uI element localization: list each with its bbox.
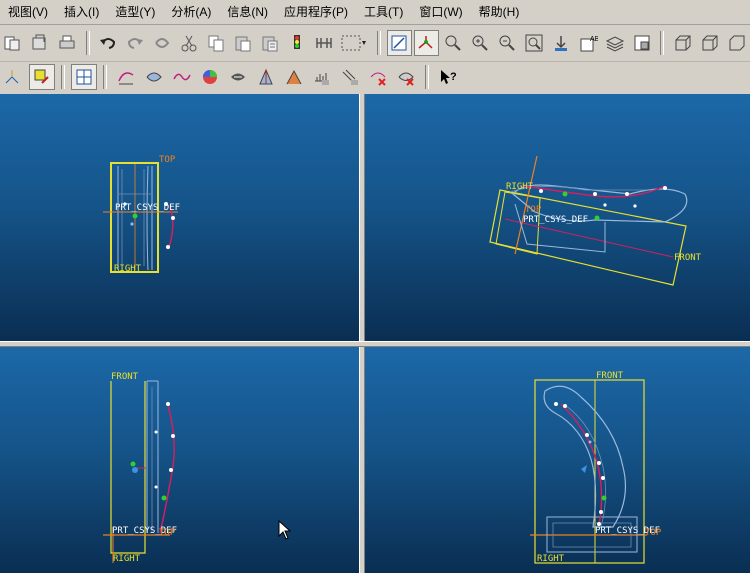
regenerate-icon[interactable] <box>150 30 175 56</box>
curve-analysis-icon[interactable] <box>113 64 139 90</box>
vp2-front-label: FRONT <box>674 253 702 263</box>
datum-display-icon[interactable] <box>1 64 27 90</box>
toolbar-separator <box>376 31 381 55</box>
view-box-icon[interactable] <box>670 30 695 56</box>
datum-plane-front[interactable] <box>110 381 146 554</box>
menu-help[interactable]: 帮助(H) <box>478 5 520 19</box>
menu-info[interactable]: 信息(N) <box>227 5 268 19</box>
mouse-cursor-icon <box>278 520 292 540</box>
view-manager-icon[interactable] <box>548 30 573 56</box>
save-copy-icon[interactable] <box>28 30 53 56</box>
vp3-csys-label: PRT_CSYS_DEF <box>112 526 177 536</box>
whats-this-icon[interactable]: ? <box>435 64 461 90</box>
shaded-surface-icon[interactable] <box>197 64 223 90</box>
vp2-top-label: TOP <box>525 205 542 215</box>
delete-all-icon[interactable] <box>393 64 419 90</box>
toolbar-separator <box>61 65 65 89</box>
main-toolbar: AB <box>0 25 750 62</box>
vp2-csys-label: PRT_CSYS_DEF <box>523 215 588 225</box>
zoom-in-icon[interactable] <box>468 30 493 56</box>
model-tree-icon[interactable] <box>629 30 654 56</box>
csys-display-icon[interactable] <box>29 64 55 90</box>
repaint-icon[interactable] <box>386 30 412 56</box>
vp1-top-label: TOP <box>159 155 176 165</box>
vp3-top-label: TOP <box>159 528 176 538</box>
vp2-right-label: RIGHT <box>506 182 534 192</box>
datum-plane-front[interactable] <box>534 379 645 564</box>
view-box-2-icon[interactable] <box>697 30 722 56</box>
copy-icon[interactable] <box>1 30 26 56</box>
menu-applications[interactable]: 应用程序(P) <box>284 5 348 19</box>
offset-icon[interactable] <box>337 64 363 90</box>
orient-icon[interactable] <box>441 30 466 56</box>
layers-icon[interactable] <box>602 30 627 56</box>
vp4-front-label: FRONT <box>596 371 624 381</box>
viewport-splitter-horizontal[interactable] <box>0 341 750 347</box>
view-box-3-icon[interactable] <box>724 30 749 56</box>
menu-modeling[interactable]: 造型(Y) <box>115 5 156 19</box>
vp3-right-label: RIGHT <box>113 554 141 564</box>
vp4-right-label: RIGHT <box>537 554 565 564</box>
copy-icon[interactable] <box>203 30 228 56</box>
redo-icon[interactable] <box>123 30 148 56</box>
vp4-csys-label: PRT_CSYS_DEF <box>595 526 660 536</box>
toolbar-separator <box>85 31 90 55</box>
svg-text:AB: AB <box>590 36 598 43</box>
curve-spline[interactable] <box>159 404 175 534</box>
refit-icon[interactable] <box>522 30 547 56</box>
datum-plane-front[interactable] <box>489 189 687 286</box>
gauss-icon[interactable] <box>309 64 335 90</box>
viewport-bottom-right[interactable]: FRONT PRT_CSYS_DEF TOP RIGHT <box>365 347 750 573</box>
analysis-toolbar: ? <box>0 62 750 92</box>
sketch-view-icon[interactable] <box>71 64 97 90</box>
spin-center-icon[interactable] <box>413 30 439 56</box>
print-icon[interactable] <box>55 30 80 56</box>
vp1-right-label: RIGHT <box>114 264 142 274</box>
delete-analysis-icon[interactable] <box>365 64 391 90</box>
svg-text:?: ? <box>450 71 457 83</box>
saved-views-icon[interactable]: AB <box>575 30 600 56</box>
viewport-top-left[interactable]: TOP PRT_CSYS_DEF RIGHT <box>0 94 359 341</box>
viewport-bottom-left[interactable]: FRONT PRT_CSYS_DEF TOP RIGHT <box>0 347 359 573</box>
toolbar-separator <box>103 65 107 89</box>
draft-icon[interactable] <box>253 64 279 90</box>
cut-icon[interactable] <box>177 30 202 56</box>
toolbar-separator <box>425 65 429 89</box>
viewport-splitter-vertical[interactable] <box>359 94 365 573</box>
viewport-top-right[interactable]: RIGHT TOP PRT_CSYS_DEF FRONT <box>365 94 750 341</box>
vp4-top-label: TOP <box>645 528 662 538</box>
menu-window[interactable]: 窗口(W) <box>419 5 463 19</box>
traffic-light-icon[interactable] <box>284 30 309 56</box>
menu-view[interactable]: 视图(V) <box>8 5 48 19</box>
dihedral-icon[interactable] <box>281 64 307 90</box>
curve-spline[interactable] <box>560 403 603 526</box>
paste-icon[interactable] <box>230 30 255 56</box>
menu-bar: 视图(V) 插入(I) 造型(Y) 分析(A) 信息(N) 应用程序(P) 工具… <box>0 0 750 25</box>
menu-analysis[interactable]: 分析(A) <box>171 5 212 19</box>
surface-analysis-icon[interactable] <box>141 64 167 90</box>
datum-plane-right[interactable] <box>110 162 159 273</box>
curvature-icon[interactable] <box>169 64 195 90</box>
curve-spline[interactable] <box>168 205 174 248</box>
paste-special-icon[interactable] <box>257 30 282 56</box>
menu-tools[interactable]: 工具(T) <box>364 5 404 19</box>
menu-insert[interactable]: 插入(I) <box>64 5 100 19</box>
reflect-icon[interactable] <box>225 64 251 90</box>
zoom-out-icon[interactable] <box>495 30 520 56</box>
vp3-front-label: FRONT <box>111 372 139 382</box>
vp1-csys-label: PRT_CSYS_DEF <box>115 203 180 213</box>
toolbar-separator <box>660 31 665 55</box>
select-box-icon[interactable] <box>338 30 371 56</box>
undo-icon[interactable] <box>96 30 121 56</box>
relations-icon[interactable] <box>311 30 336 56</box>
